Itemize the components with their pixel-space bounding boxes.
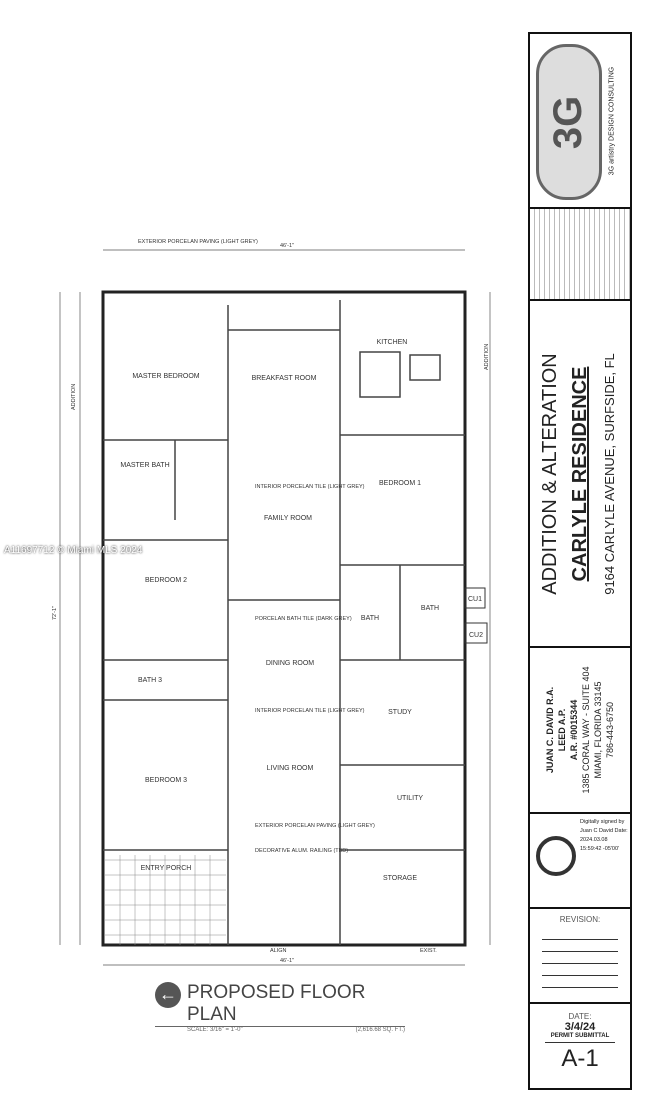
architect-leed: LEED A.P. <box>557 708 567 752</box>
equipment <box>464 587 488 644</box>
revision-label: REVISION: <box>559 915 601 924</box>
architect-block: JUAN C. DAVID R.A. LEED A.P. A.R. #00153… <box>528 646 632 812</box>
revision-block: REVISION: <box>528 907 632 1002</box>
sheet-block: DATE: 3/4/24 PERMIT SUBMITTAL A-1 <box>528 1002 632 1090</box>
3g-logo: 3G <box>536 44 602 200</box>
note-exterior-paving: EXTERIOR PORCELAN PAVING (LIGHT GREY) <box>138 239 258 245</box>
architect-name: JUAN C. DAVID R.A. <box>545 686 555 774</box>
room-bedroom-3: BEDROOM 3 <box>145 777 187 784</box>
seal-block: Digitally signed by Juan C David Date: 2… <box>528 812 632 907</box>
dim-left: 72'-1" <box>52 606 58 620</box>
date-value: 3/4/24 <box>564 1021 596 1033</box>
project-title-block: ADDITION & ALTERATION CARLYLE RESIDENCE … <box>528 299 632 646</box>
room-bath-3: BATH 3 <box>138 677 162 684</box>
project-line-2: CARLYLE RESIDENCE <box>569 366 591 581</box>
cu1-label: CU1 <box>468 596 482 603</box>
room-living: LIVING ROOM <box>267 765 314 772</box>
dim-exist: EXIST. <box>420 948 437 954</box>
note-interior-tile: INTERIOR PORCELAN TILE (LIGHT GREY) <box>255 484 365 490</box>
sheet-number: A-1 <box>561 1045 599 1072</box>
office-city: MIAMI, FLORIDA 33145 <box>593 681 603 779</box>
note-railing: DECORATIVE ALUM. RAILING (TBD) <box>255 848 348 854</box>
mls-watermark: A11697712 © Miami MLS 2024 <box>4 545 143 556</box>
drawing-title: ← PROPOSED FLOOR PLAN SCALE: 3/16" = 1'-… <box>155 982 405 1033</box>
dim-addition-right: ADDITION <box>484 344 490 370</box>
walls <box>101 290 467 947</box>
firm-name: 3G artistry DESIGN CONSULTING <box>608 66 616 175</box>
cu2-label: CU2 <box>469 632 483 639</box>
plan-area: (2,616.68 SQ. FT.) <box>355 1027 405 1033</box>
room-study: STUDY <box>388 709 412 716</box>
digital-signature: Digitally signed by Juan C David Date: 2… <box>580 819 628 852</box>
note-interior-tile-2: INTERIOR PORCELAN TILE (LIGHT GREY) <box>255 708 365 714</box>
project-line-1: ADDITION & ALTERATION <box>539 352 561 595</box>
project-address: 9164 CARLYLE AVENUE, SURFSIDE, FL <box>602 352 617 595</box>
room-bath-a: BATH <box>361 615 379 622</box>
room-storage: STORAGE <box>383 875 417 882</box>
room-master-bath: MASTER BATH <box>120 462 169 469</box>
dim-addition-left: ADDITION <box>71 384 77 410</box>
interior-walls <box>103 300 465 945</box>
room-utility: UTILITY <box>397 795 423 802</box>
note-exterior-paving-2: EXTERIOR PORCELAN PAVING (LIGHT GREY) <box>255 823 375 829</box>
architect-seal-icon <box>536 836 576 876</box>
firm-logo-block: 3G 3G artistry DESIGN CONSULTING <box>528 32 632 207</box>
room-entry-porch: ENTRY PORCH <box>141 865 192 872</box>
office-address: 1385 CORAL WAY - SUITE 404 <box>581 666 591 794</box>
submittal-status: PERMIT SUBMITTAL <box>545 1033 615 1043</box>
dimension-lines <box>59 249 491 966</box>
room-breakfast: BREAKFAST ROOM <box>252 375 317 382</box>
room-master-bedroom: MASTER BEDROOM <box>132 373 199 380</box>
section-arrow-icon: ← <box>155 982 181 1008</box>
general-notes-block <box>528 207 632 299</box>
dim-align: ALIGN <box>270 948 287 954</box>
room-kitchen: KITCHEN <box>377 339 408 346</box>
note-bath-tile: PORCELAN BATH TILE (DARK GREY) <box>255 616 352 622</box>
room-family: FAMILY ROOM <box>264 515 312 522</box>
date-label: DATE: <box>568 1012 592 1021</box>
floor-plan: CU1 CU2 MASTER BEDROOM BREAKFAST ROOM KI… <box>52 239 491 966</box>
porch-paving <box>105 855 226 945</box>
architect-license: A.R. #0015344 <box>569 699 579 761</box>
room-bedroom-1: BEDROOM 1 <box>379 480 421 487</box>
dim-top: 46'-1" <box>280 243 294 249</box>
plan-scale: SCALE: 3/16" = 1'-0" <box>187 1027 243 1033</box>
room-bedroom-2: BEDROOM 2 <box>145 577 187 584</box>
room-dining: DINING ROOM <box>266 660 314 667</box>
office-phone: 786-443-6750 <box>605 701 615 759</box>
room-bath-b: BATH <box>421 605 439 612</box>
revision-lines <box>542 928 618 988</box>
dim-bottom: 46'-1" <box>280 958 294 964</box>
plan-title: PROPOSED FLOOR PLAN <box>155 982 405 1027</box>
